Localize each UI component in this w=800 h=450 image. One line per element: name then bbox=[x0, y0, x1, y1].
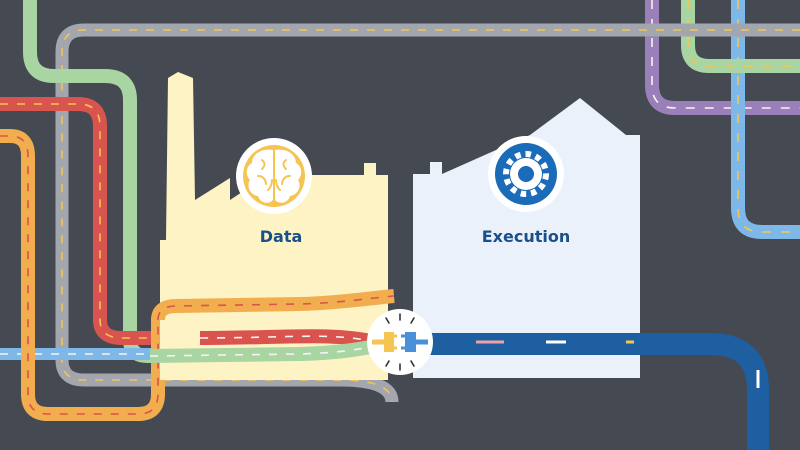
brain-badge bbox=[236, 138, 312, 214]
road-darkblue bbox=[420, 333, 769, 450]
brain-icon bbox=[246, 149, 302, 203]
execution-label: Execution bbox=[482, 227, 571, 246]
road-orange-left bbox=[0, 129, 165, 421]
execution-house bbox=[413, 98, 640, 378]
gear-badge bbox=[488, 136, 564, 212]
road-gray-top bbox=[55, 23, 800, 403]
road-lightblue-top bbox=[731, 0, 800, 239]
road-red-fg bbox=[199, 329, 378, 349]
spark-lines bbox=[385, 313, 415, 371]
data-label: Data bbox=[260, 227, 303, 246]
road-green-top bbox=[681, 0, 800, 73]
road-purple bbox=[645, 0, 800, 115]
gear-icon bbox=[503, 151, 549, 197]
plug-connector bbox=[367, 309, 433, 375]
plug-icon bbox=[372, 332, 428, 352]
road-orange-curve bbox=[151, 289, 395, 321]
